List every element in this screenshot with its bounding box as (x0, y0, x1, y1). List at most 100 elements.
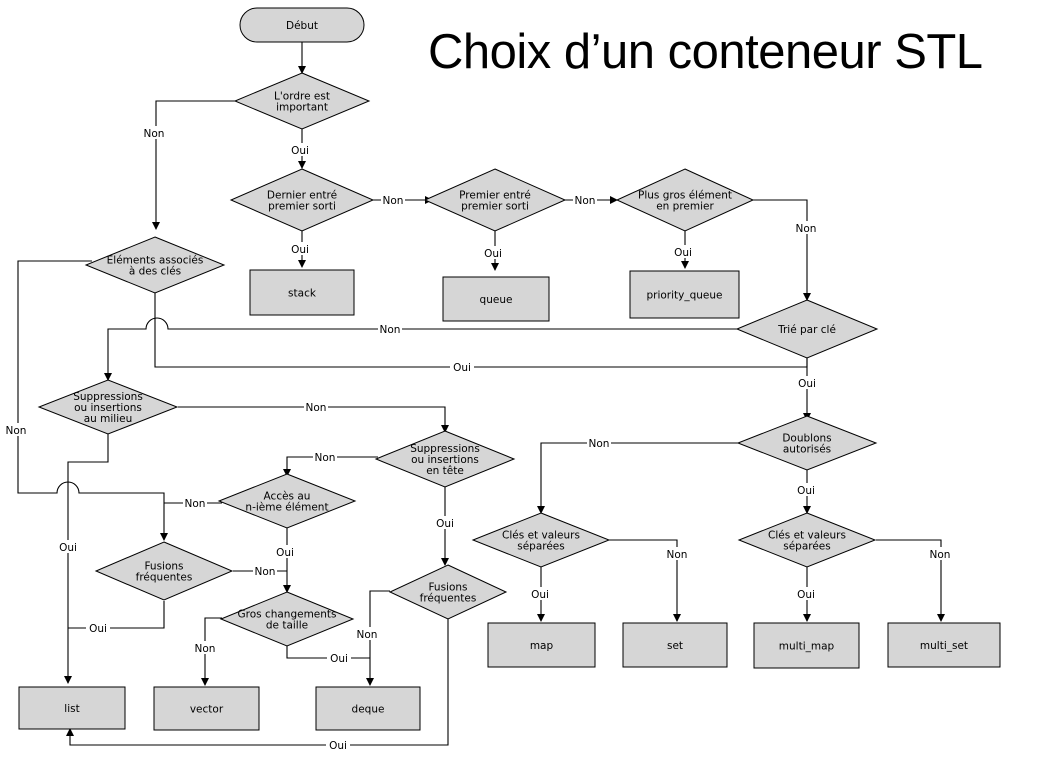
label-fusions2-non: Non (357, 629, 378, 641)
label-plusgros-non-bg (794, 221, 818, 234)
label-dernier-oui: Oui (291, 244, 309, 256)
edge-fusions2-deque (366, 590, 390, 686)
edge-gros-vector (201, 617, 222, 686)
label-acces-non-bg (183, 496, 207, 509)
edge-fusions2-list (66, 618, 449, 746)
edge-ordre-elements (152, 100, 235, 230)
label-cles2-non: Non (930, 549, 951, 561)
label-suppr-non-bg (304, 400, 328, 413)
label-supprtete-oui-bg (433, 516, 457, 529)
gros-diamond (219, 591, 355, 647)
dernier-diamond (229, 168, 375, 232)
label-elements-oui-bg (450, 360, 474, 373)
label-cles1-non: Non (667, 549, 688, 561)
queue-text: queue (480, 294, 513, 306)
label-elements-oui: Oui (453, 362, 471, 374)
label-suppr-oui: Oui (59, 542, 77, 554)
edge-cles1-set (608, 539, 681, 622)
label-trie-non-bg (378, 322, 402, 335)
label-premier-oui: Oui (484, 248, 502, 260)
label-plusgros-oui: Oui (674, 247, 692, 259)
set-box (622, 622, 728, 668)
label-acces-non: Non (185, 498, 206, 510)
label-ordre-oui-bg (288, 143, 312, 156)
suppr-milieu-diamond (37, 379, 179, 435)
suppr-tete-diamond (374, 430, 516, 488)
fusions2-diamond (388, 564, 508, 620)
ordre-diamond (233, 72, 371, 130)
multi-set-text: multi_set (920, 640, 968, 652)
label-gros-non: Non (195, 643, 216, 655)
label-ordre-non: Non (144, 128, 165, 140)
label-dernier-oui-bg (288, 242, 312, 255)
label-ordre-non-bg (142, 126, 166, 139)
label-supprtete-non-bg (313, 450, 337, 463)
edge-suppr-list (64, 433, 109, 684)
fusions1-diamond (94, 541, 234, 601)
vector-box (153, 686, 260, 731)
deque-text: deque (352, 704, 385, 716)
label-acces-oui-bg (273, 545, 297, 558)
priority-queue-box (629, 270, 740, 319)
stack-box (249, 269, 355, 316)
label-plusgros-oui-bg (671, 245, 695, 258)
debut-terminal (239, 7, 365, 43)
label-gros-oui: Oui (330, 653, 348, 665)
label-cles2-non-bg (928, 547, 952, 560)
label-fusions2-oui: Oui (329, 740, 347, 752)
label-dernier-non: Non (383, 195, 404, 207)
edge-trie-suppr (104, 317, 740, 381)
elements-diamond (84, 236, 226, 294)
set-text: set (667, 640, 683, 652)
label-fusions1-non: Non (255, 566, 276, 578)
label-gros-non-bg (193, 641, 217, 654)
trie-text: Trié par clé (777, 324, 836, 336)
label-gros-oui-bg (327, 651, 351, 664)
edge-supprtete-acces (283, 456, 378, 477)
label-cles1-non-bg (665, 547, 689, 560)
label-fusions2-oui-bg (326, 738, 350, 751)
label-elements-non-bg (4, 423, 28, 436)
multi-map-box (753, 622, 860, 669)
label-fusions1-oui-bg (86, 621, 110, 634)
label-trie-oui-bg (795, 376, 819, 389)
multi-set-box (887, 622, 1001, 668)
label-suppr-oui-bg (56, 540, 80, 553)
label-ordre-oui: Oui (291, 145, 309, 157)
label-fusions2-non-bg (355, 627, 379, 640)
label-dernier-non-bg (381, 193, 405, 206)
priority-queue-text: priority_queue (646, 290, 722, 302)
label-plusgros-non: Non (796, 223, 817, 235)
label-cles2-oui-bg (794, 587, 818, 600)
label-doublons-oui-bg (794, 483, 818, 496)
label-supprtete-non: Non (315, 452, 336, 464)
label-doublons-non: Non (589, 438, 610, 450)
debut-text: Début (286, 20, 318, 32)
trie-diamond (735, 299, 879, 359)
doublons-diamond (736, 415, 878, 471)
label-premier-non-bg (573, 193, 597, 206)
label-premier-non: Non (575, 195, 596, 207)
label-cles1-oui: Oui (531, 589, 549, 601)
edge-elements-fusions1 (17, 260, 168, 541)
cles2-diamond (737, 512, 877, 568)
list-text: list (64, 703, 79, 715)
premier-diamond (423, 168, 567, 232)
label-suppr-non: Non (306, 402, 327, 414)
edge-cles2-multiset (876, 539, 945, 622)
label-doublons-oui: Oui (797, 485, 815, 497)
label-elements-non: Non (6, 425, 27, 437)
